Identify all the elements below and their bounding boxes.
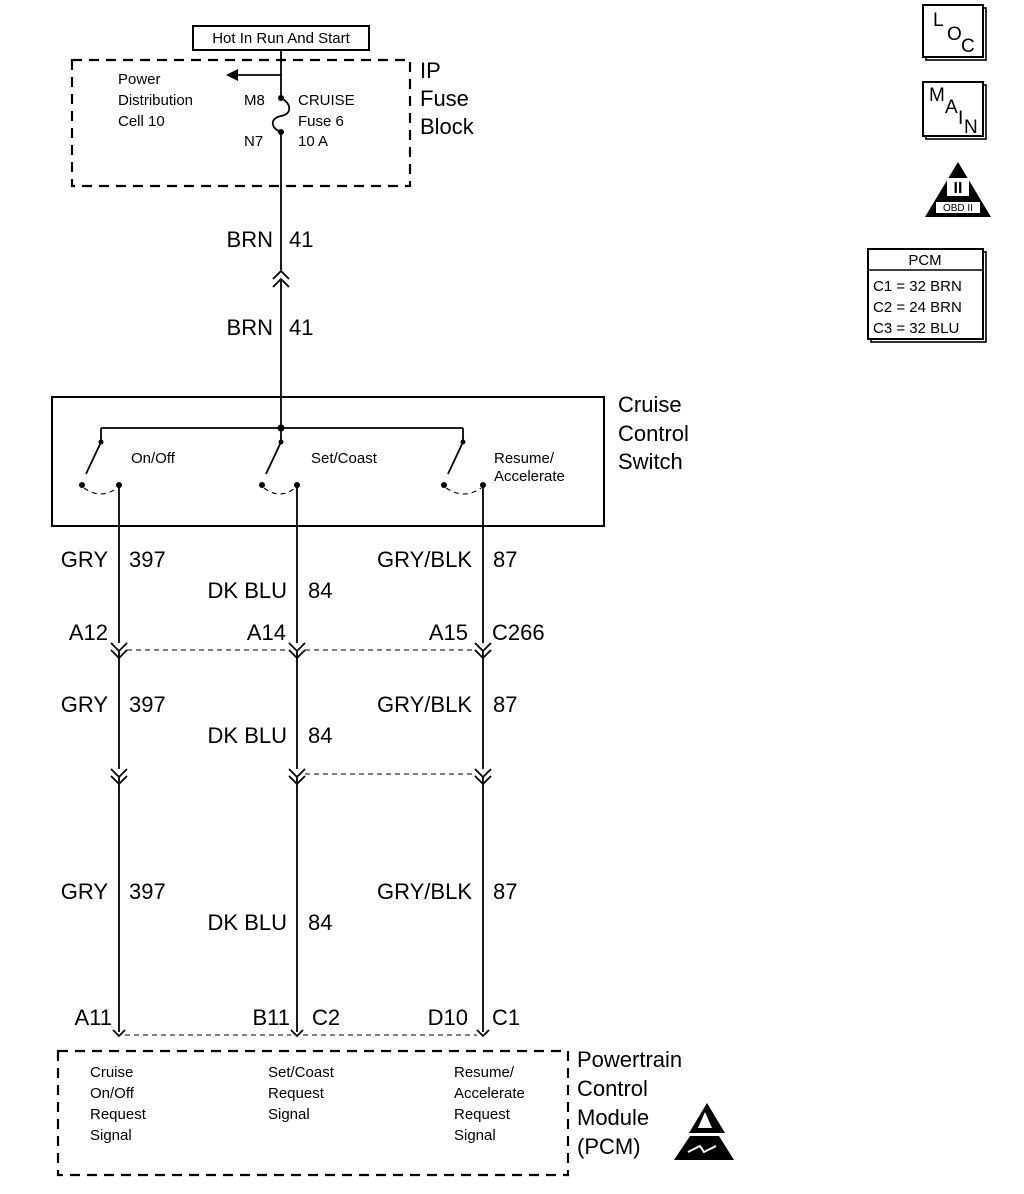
- inline-connector-lower: [110, 768, 492, 786]
- wire-resume-circuit-2: 87: [493, 692, 517, 717]
- obd-numeral: II: [954, 180, 963, 197]
- distribution-label-1: Power: [118, 71, 161, 88]
- wire-on-off-circuit-3: 397: [129, 879, 166, 904]
- pcm-pin-a11: A11: [74, 1005, 112, 1030]
- fuse-label-3: 10 A: [298, 133, 328, 150]
- pcm-legend-row-2: C2 = 24 BRN: [873, 299, 962, 316]
- fuse-pin-in: M8: [244, 92, 265, 109]
- ip-fuse-block-title-3: Block: [420, 114, 475, 139]
- pcm-input-1-line-3: Request: [90, 1106, 147, 1123]
- switch-resume-label-1: Resume/: [494, 450, 555, 467]
- power-source-label: Hot In Run And Start: [212, 30, 350, 47]
- main-letter-a: A: [945, 97, 958, 118]
- wire-on-off-color-2: GRY: [61, 692, 109, 717]
- pcm-title-3: Module: [577, 1105, 649, 1130]
- feed-wire: BRN 41 BRN 41: [227, 227, 313, 428]
- pcm-conn-c2: C2: [312, 1005, 340, 1030]
- pcm-input-2-line-1: Set/Coast: [268, 1064, 335, 1081]
- cruise-switch-title-1: Cruise: [618, 392, 682, 417]
- pcm-title-4: (PCM): [577, 1134, 641, 1159]
- fuse-label-2: Fuse 6: [298, 113, 344, 130]
- cruise-switch-title-2: Control: [618, 421, 689, 446]
- distribution-arrow-icon: [226, 69, 238, 81]
- c266-pin-a12: A12: [69, 620, 108, 645]
- pcm-legend-row-1: C1 = 32 BRN: [873, 278, 962, 295]
- wire-resume-circuit-1: 87: [493, 547, 517, 572]
- wire-set-coast-circuit-3: 84: [308, 910, 332, 935]
- obd-caption: OBD II: [943, 203, 973, 214]
- feed-top-circuit: 41: [289, 227, 313, 252]
- pcm-input-3-line-4: Signal: [454, 1127, 496, 1144]
- pcm-title-2: Control: [577, 1076, 648, 1101]
- c266-name: C266: [492, 620, 545, 645]
- pcm-input-2-line-3: Signal: [268, 1106, 310, 1123]
- feed-bottom-circuit: 41: [289, 315, 313, 340]
- loc-icon[interactable]: L O C: [922, 4, 987, 61]
- pcm-pin-b11: B11: [252, 1005, 290, 1030]
- connector-c266: A12 A14 A15 C266: [69, 620, 545, 660]
- ip-fuse-block-title-2: Fuse: [420, 86, 469, 111]
- pcm-conn-c1: C1: [492, 1005, 520, 1030]
- loc-letter-o: O: [947, 24, 962, 45]
- feed-top-color: BRN: [227, 227, 273, 252]
- pcm-input-3-line-1: Resume/: [454, 1064, 515, 1081]
- wire-on-off-color-3: GRY: [61, 879, 109, 904]
- switch-on-off: On/Off: [79, 439, 176, 495]
- pcm-legend-title: PCM: [908, 252, 941, 269]
- wire-set-coast-color-3: DK BLU: [208, 910, 287, 935]
- pcm-legend-row-3: C3 = 32 BLU: [873, 320, 959, 337]
- pcm-input-1-line-4: Signal: [90, 1127, 132, 1144]
- pcm-input-3-line-2: Accelerate: [454, 1085, 525, 1102]
- main-icon[interactable]: M A I N: [922, 81, 987, 140]
- pcm-input-1-line-2: On/Off: [90, 1085, 135, 1102]
- switch-resume-label-2: Accelerate: [494, 468, 565, 485]
- pcm-pin-d10: D10: [428, 1005, 468, 1030]
- wire-set-coast-color-1: DK BLU: [208, 578, 287, 603]
- wire-on-off-color-1: GRY: [61, 547, 109, 572]
- fuse-symbol: [271, 97, 291, 133]
- wire-on-off-circuit-1: 397: [129, 547, 166, 572]
- switch-set-coast: Set/Coast: [259, 439, 378, 495]
- obd-ii-icon[interactable]: II OBD II: [925, 162, 991, 217]
- pcm-title-1: Powertrain: [577, 1047, 682, 1072]
- loc-letter-l: L: [933, 10, 944, 31]
- feed-bottom-color: BRN: [227, 315, 273, 340]
- wire-resume-color-1: GRY/BLK: [377, 547, 472, 572]
- distribution-label-2: Distribution: [118, 92, 193, 109]
- c266-pin-a14: A14: [247, 620, 286, 645]
- pcm-input-1-line-1: Cruise: [90, 1064, 133, 1081]
- main-letter-i: I: [958, 108, 963, 129]
- main-letter-m: M: [929, 85, 945, 106]
- output-wires: GRY 397 DK BLU 84 GRY/BLK 87 GRY 397 DK …: [61, 485, 517, 1032]
- wire-set-coast-circuit-1: 84: [308, 578, 332, 603]
- switch-set-coast-label: Set/Coast: [311, 450, 378, 467]
- wire-set-coast-circuit-2: 84: [308, 723, 332, 748]
- pcm-legend: PCM C1 = 32 BRN C2 = 24 BRN C3 = 32 BLU: [867, 248, 987, 343]
- fuse-pin-out: N7: [244, 133, 263, 150]
- wire-resume-color-3: GRY/BLK: [377, 879, 472, 904]
- wire-resume-circuit-3: 87: [493, 879, 517, 904]
- fuse-label-1: CRUISE: [298, 92, 355, 109]
- loc-letter-c: C: [961, 36, 975, 57]
- switch-on-off-label: On/Off: [131, 450, 176, 467]
- ip-fuse-block: IP Fuse Block Power Distribution Cell 10…: [70, 50, 475, 270]
- pcm-connectors: A11 B11 C2 D10 C1: [74, 1005, 520, 1038]
- wire-set-coast-color-2: DK BLU: [208, 723, 287, 748]
- switch-resume: Resume/ Accelerate: [441, 439, 565, 495]
- distribution-label-3: Cell 10: [118, 113, 165, 130]
- pcm-module: Powertrain Control Module (PCM) Cruise O…: [56, 1047, 734, 1177]
- cruise-control-switch: Cruise Control Switch On/Off Set/Coast: [51, 392, 689, 527]
- main-letter-n: N: [964, 117, 978, 138]
- pcm-input-2-line-2: Request: [268, 1085, 325, 1102]
- wire-on-off-circuit-2: 397: [129, 692, 166, 717]
- c266-pin-a15: A15: [429, 620, 468, 645]
- power-source: Hot In Run And Start: [192, 25, 370, 51]
- pcm-input-3-line-3: Request: [454, 1106, 511, 1123]
- wire-resume-color-2: GRY/BLK: [377, 692, 472, 717]
- ip-fuse-block-title-1: IP: [420, 58, 441, 83]
- esd-warning-icon: [674, 1103, 734, 1160]
- cruise-switch-title-3: Switch: [618, 449, 683, 474]
